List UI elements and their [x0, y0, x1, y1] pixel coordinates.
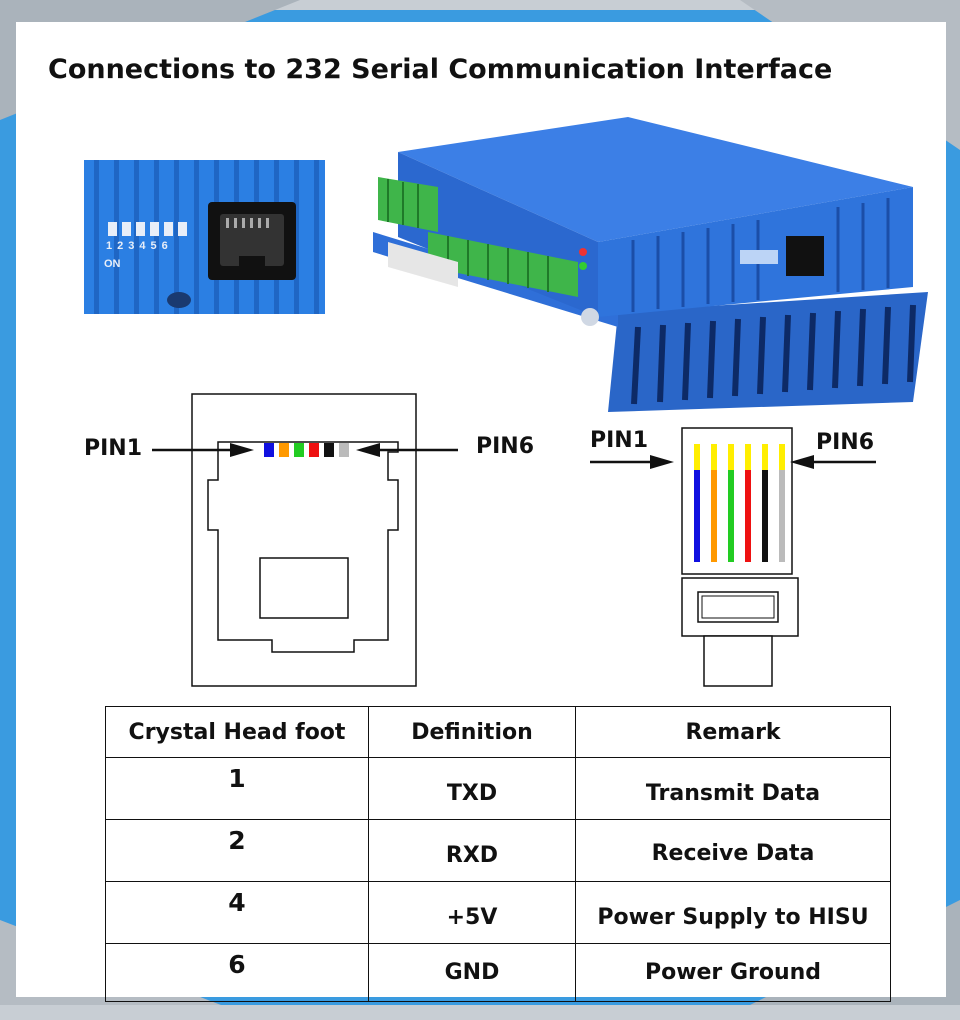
page-title: Connections to 232 Serial Communication …	[48, 54, 833, 85]
dip-number: 1	[106, 240, 113, 252]
dip-number: 5	[150, 240, 157, 252]
cell-foot: 6	[105, 943, 369, 1002]
cell-definition: RXD	[368, 819, 576, 882]
jack-pin-1	[264, 443, 274, 457]
plug-wire-1	[694, 470, 700, 562]
rj-jack-diagram	[152, 393, 458, 687]
plug-wire-5	[762, 470, 768, 562]
plug-pin1-arrowhead	[650, 455, 674, 469]
plug-contact-6	[779, 444, 785, 470]
table-row: 4 +5V Power Supply to HISU	[105, 881, 891, 944]
plug-contact-2	[711, 444, 717, 470]
table-row: 1 TXD Transmit Data	[105, 757, 891, 820]
cell-definition: GND	[368, 943, 576, 1002]
jack-pin6-label: PIN6	[476, 434, 535, 459]
closeup-illustration	[84, 160, 325, 314]
table-row: 6 GND Power Ground	[105, 943, 891, 1002]
plug-contact-5	[762, 444, 768, 470]
dip-switch-closeup-photo: 1 2 3 4 5 6 ON	[84, 160, 325, 314]
dip-number: 6	[161, 240, 168, 252]
cell-remark: Power Supply to HISU	[575, 881, 891, 944]
jack-pin-5	[324, 443, 334, 457]
jack-pin-6	[339, 443, 349, 457]
table-header-row: Crystal Head foot Definition Remark	[105, 706, 891, 758]
cell-remark: Power Ground	[575, 943, 891, 1002]
plug-wire-4	[745, 470, 751, 562]
plug-contact-4	[745, 444, 751, 470]
table-row: 2 RXD Receive Data	[105, 819, 891, 882]
plug-contact-1	[694, 444, 700, 470]
pin6-arrowhead	[356, 443, 380, 457]
plug-pin6-label: PIN6	[816, 430, 875, 455]
dip-number: 4	[139, 240, 146, 252]
plug-pin6-arrowhead	[790, 455, 814, 469]
jack-pin-3	[294, 443, 304, 457]
cell-foot: 1	[105, 757, 369, 820]
column-header-definition: Definition	[368, 706, 576, 758]
stepper-driver-photo	[373, 117, 928, 412]
column-header-foot: Crystal Head foot	[105, 706, 369, 758]
jack-pin1-label: PIN1	[84, 436, 143, 461]
cell-remark: Transmit Data	[575, 757, 891, 820]
dip-number: 2	[117, 240, 124, 252]
dip-number-row: 1 2 3 4 5 6	[106, 240, 196, 252]
cell-definition: +5V	[368, 881, 576, 944]
cell-definition: TXD	[368, 757, 576, 820]
pin-definition-table: Crystal Head foot Definition Remark 1 TX…	[105, 706, 891, 1002]
plug-wire-6	[779, 470, 785, 562]
plug-pin1-label: PIN1	[590, 428, 649, 453]
pin1-arrowhead	[230, 443, 254, 457]
plug-wire-2	[711, 470, 717, 562]
cell-remark: Receive Data	[575, 819, 891, 882]
cell-foot: 2	[105, 819, 369, 882]
plug-wire-3	[728, 470, 734, 562]
cell-foot: 4	[105, 881, 369, 944]
dip-number: 3	[128, 240, 135, 252]
jack-pin-2	[279, 443, 289, 457]
rj-plug-diagram	[590, 427, 876, 687]
plug-contact-3	[728, 444, 734, 470]
dip-on-label: ON	[104, 258, 121, 270]
column-header-remark: Remark	[575, 706, 891, 758]
jack-pin-4	[309, 443, 319, 457]
